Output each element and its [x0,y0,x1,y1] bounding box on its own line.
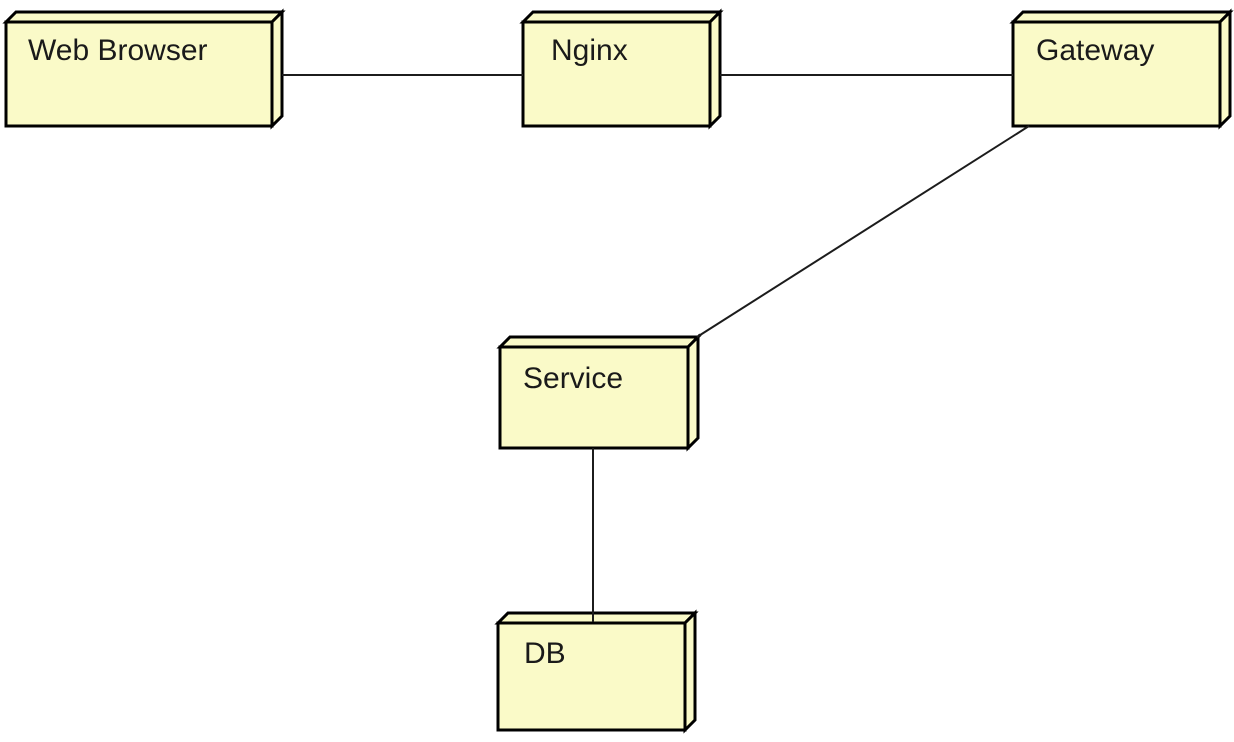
node-front-face [498,345,690,450]
node-front-face [1011,20,1222,128]
node-db: DB [494,609,699,734]
node-label: Nginx [551,34,628,67]
node-front-face [496,621,687,732]
node-gateway: Gateway [1009,8,1234,130]
connector-gateway-service [696,125,1030,338]
node-label: DB [524,637,566,670]
node-label: Service [523,362,623,395]
node-service: Service [496,333,702,452]
node-label: Web Browser [28,34,208,67]
node-label: Gateway [1036,34,1154,67]
node-nginx: Nginx [519,8,724,130]
node-front-face [4,20,274,128]
node-web-browser: Web Browser [2,8,286,130]
